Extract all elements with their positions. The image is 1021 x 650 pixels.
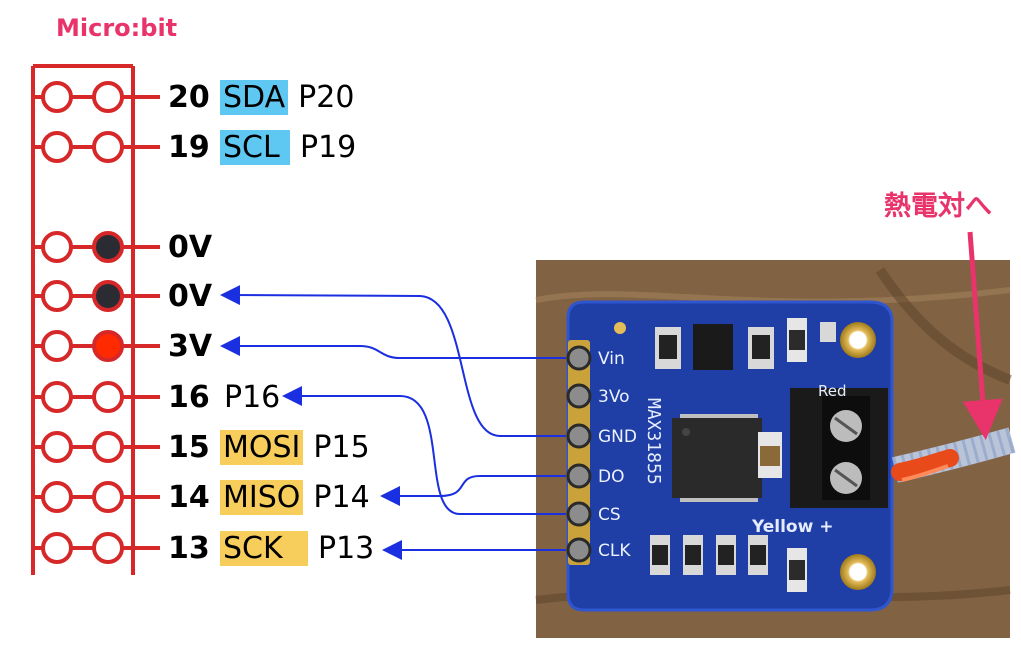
module-pin (566, 463, 592, 489)
pin-alias: P13 (318, 530, 375, 566)
pin-hole (41, 330, 73, 362)
pin-hole (92, 280, 124, 312)
module-pin-label: CLK (598, 541, 631, 561)
pin-label-row: 0V (168, 227, 218, 267)
pin-number: 13 (168, 530, 210, 566)
pin-hole (92, 231, 124, 263)
terminal-label-red: Red (818, 382, 847, 400)
mounting-hole-top (840, 322, 876, 358)
pin-holes (33, 81, 160, 564)
pin-hole (41, 381, 73, 413)
pin-function: MISO (220, 479, 304, 515)
pin-alias: P14 (313, 479, 370, 515)
module-pin (566, 345, 592, 371)
regulator (693, 324, 733, 370)
pin-hole (92, 330, 124, 362)
thermocouple-cable (891, 427, 1016, 483)
module-pin-label: CS (598, 505, 621, 525)
pin-number: 15 (168, 429, 210, 465)
wire-gnd-to-0v (220, 285, 566, 437)
module-pin (566, 423, 592, 449)
module-pin-label: 3Vo (598, 387, 630, 407)
module-header (568, 340, 590, 565)
pin-hole (41, 431, 73, 463)
module-pin (566, 537, 592, 563)
pin-hole (92, 481, 124, 513)
pin-number: 20 (168, 79, 210, 115)
pin-number: 19 (168, 129, 210, 165)
pin-label-row: 0V (168, 276, 218, 316)
wire-do-to-p14 (380, 475, 566, 506)
pin-hole (41, 280, 73, 312)
wire-vin-to-3v (220, 336, 566, 359)
pin-label-row: 19 SCL P19 (168, 127, 356, 167)
pin-alias: P19 (300, 129, 357, 165)
pin-label-row: 13 SCK P13 (168, 528, 374, 568)
pin-number: 14 (168, 479, 210, 515)
callout-arrow (962, 231, 1003, 440)
pin-number: 0V (168, 278, 213, 314)
pin-hole (92, 381, 124, 413)
module-pin (566, 383, 592, 409)
max31855-chip (672, 414, 762, 502)
microbit-edge-connector (31, 64, 135, 575)
module-pin (566, 501, 592, 527)
pin-label-row: 3V (168, 326, 218, 366)
module-pin-label: GND (598, 427, 637, 447)
pin-number: 0V (168, 229, 213, 265)
pin-alias: P16 (224, 379, 281, 415)
wire-cs-to-p16 (282, 386, 566, 515)
thermocouple-callout: 熱電対へ (884, 191, 992, 222)
pin-function: SCK (220, 530, 308, 566)
module-pin-label: Vin (598, 349, 625, 369)
chip-label: MAX31855 (643, 398, 664, 485)
pin-hole (92, 431, 124, 463)
pin-hole (92, 81, 124, 113)
pin-label-row: 16 P16 (168, 377, 280, 417)
wires (220, 285, 566, 560)
mounting-hole-bottom (840, 554, 876, 590)
module-pin-label: DO (598, 467, 624, 487)
pin-hole (41, 231, 73, 263)
pin-hole (41, 131, 73, 163)
pin-hole (41, 81, 73, 113)
terminal-block (790, 388, 888, 508)
pin-hole (92, 131, 124, 163)
pin-hole (41, 532, 73, 564)
pin-hole (41, 481, 73, 513)
pin-alias: P15 (313, 429, 370, 465)
pin-number: 3V (168, 328, 213, 364)
pin-alias: P20 (298, 79, 355, 115)
pin-function: SCL (220, 129, 290, 165)
terminal-label-yellow: Yellow + (751, 517, 833, 537)
pin-function: SDA (220, 79, 289, 115)
pin-number: 16 (168, 379, 210, 415)
pin-hole (92, 532, 124, 564)
pin-function: MOSI (220, 429, 304, 465)
board-title: Micro:bit (56, 14, 178, 42)
